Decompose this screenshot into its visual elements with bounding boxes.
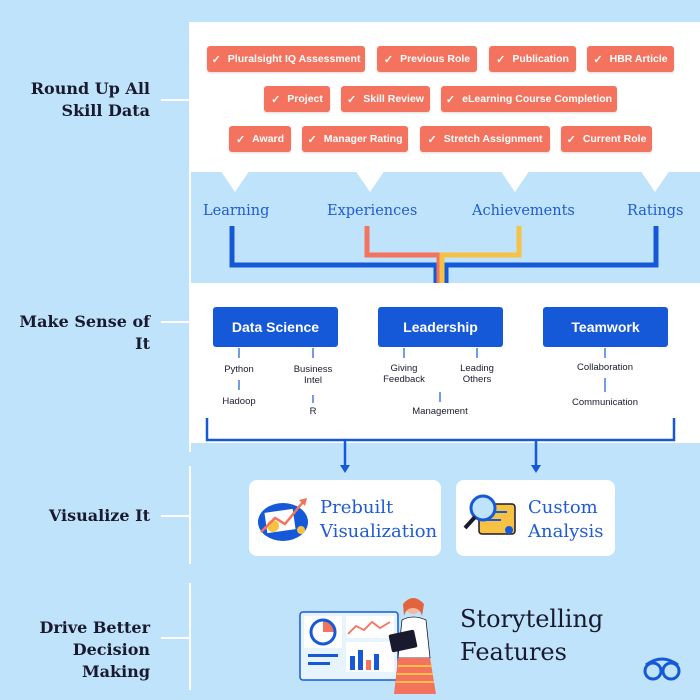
storytelling-features-label: Storytelling Features	[460, 605, 604, 666]
category-learning: Learning	[203, 203, 270, 219]
logo-glasses-icon	[643, 657, 681, 681]
prebuilt-visualization-label: Prebuilt Visualization	[320, 497, 438, 542]
sub-skill-r: R	[309, 406, 317, 417]
stage-tick-2	[161, 321, 189, 323]
panel-pointers	[220, 170, 670, 192]
stage-drive-label: Drive Better Decision Making	[39, 618, 150, 681]
tag-label: Publication	[512, 53, 569, 65]
skill-leadership: Leadership	[378, 307, 503, 347]
tag-manager-rating: ✓ Manager Rating	[302, 126, 408, 152]
check-icon: ✓	[496, 53, 506, 66]
stage-round-up-label: Round Up All Skill Data	[30, 79, 150, 120]
stage-tick-1	[161, 99, 189, 101]
sub-skill-leading-others: Leading Others	[460, 363, 494, 385]
tag-elearning: ✓ eLearning Course Completion	[441, 86, 617, 112]
check-icon: ✓	[271, 93, 281, 106]
check-icon: ✓	[211, 53, 221, 66]
tag-label: Manager Rating	[323, 133, 403, 145]
tag-label: Current Role	[582, 133, 647, 145]
custom-analysis-label: Custom Analysis	[528, 497, 604, 542]
check-icon: ✓	[445, 93, 456, 106]
skill-data-science: Data Science	[213, 307, 338, 347]
category-achievements: Achievements	[472, 203, 575, 219]
tag-label: Project	[287, 93, 323, 105]
tag-pluralsight-iq: ✓ Pluralsight IQ Assessment	[207, 46, 365, 72]
check-icon: ✓	[383, 53, 394, 66]
skill-teamwork: Teamwork	[543, 307, 668, 347]
tag-current-role: ✓ Current Role	[561, 126, 652, 152]
presenter-illustration	[299, 598, 436, 694]
tag-stretch-assignment: ✓ Stretch Assignment	[420, 126, 550, 152]
check-icon: ✓	[593, 53, 603, 66]
tag-label: HBR Article	[609, 53, 668, 65]
tag-hbr-article: ✓ HBR Article	[587, 46, 674, 72]
tag-project: ✓ Project	[264, 86, 330, 112]
tag-label: eLearning Course Completion	[462, 93, 613, 105]
tag-label: Award	[252, 133, 285, 145]
sub-skill-management: Management	[412, 406, 468, 417]
tag-publication: ✓ Publication	[489, 46, 576, 72]
check-icon: ✓	[235, 133, 246, 146]
tag-label: Stretch Assignment	[443, 133, 543, 145]
timeline-line-2	[189, 466, 191, 564]
check-icon: ✓	[427, 133, 437, 146]
check-icon: ✓	[347, 93, 357, 106]
sub-skill-collaboration: Collaboration	[577, 362, 633, 373]
tag-previous-role: ✓ Previous Role	[377, 46, 477, 72]
timeline-line-3	[189, 583, 191, 690]
chart-icon	[258, 498, 308, 541]
sub-skill-hadoop: Hadoop	[222, 396, 256, 407]
sub-skill-business-intel: Business Intel	[293, 364, 333, 386]
tag-label: Skill Review	[363, 93, 424, 105]
check-icon: ✓	[566, 133, 576, 146]
tag-label: Previous Role	[400, 53, 471, 65]
tag-award: ✓ Award	[229, 126, 291, 152]
stage-tick-3	[161, 515, 189, 517]
stage-make-sense-label: Make Sense of It	[19, 312, 150, 353]
sub-skill-python: Python	[224, 364, 254, 375]
sub-skill-communication: Communication	[572, 397, 638, 408]
tag-skill-review: ✓ Skill Review	[341, 86, 430, 112]
tag-label: Pluralsight IQ Assessment	[227, 53, 361, 65]
stage-visualize-label: Visualize It	[48, 506, 150, 525]
category-ratings: Ratings	[627, 203, 684, 219]
sub-skill-giving-feedback: Giving Feedback	[383, 363, 425, 385]
category-experiences: Experiences	[327, 203, 418, 219]
check-icon: ✓	[307, 133, 317, 146]
stage-tick-4	[161, 637, 189, 639]
magnifier-icon	[463, 494, 516, 535]
timeline-line-1	[189, 22, 191, 452]
